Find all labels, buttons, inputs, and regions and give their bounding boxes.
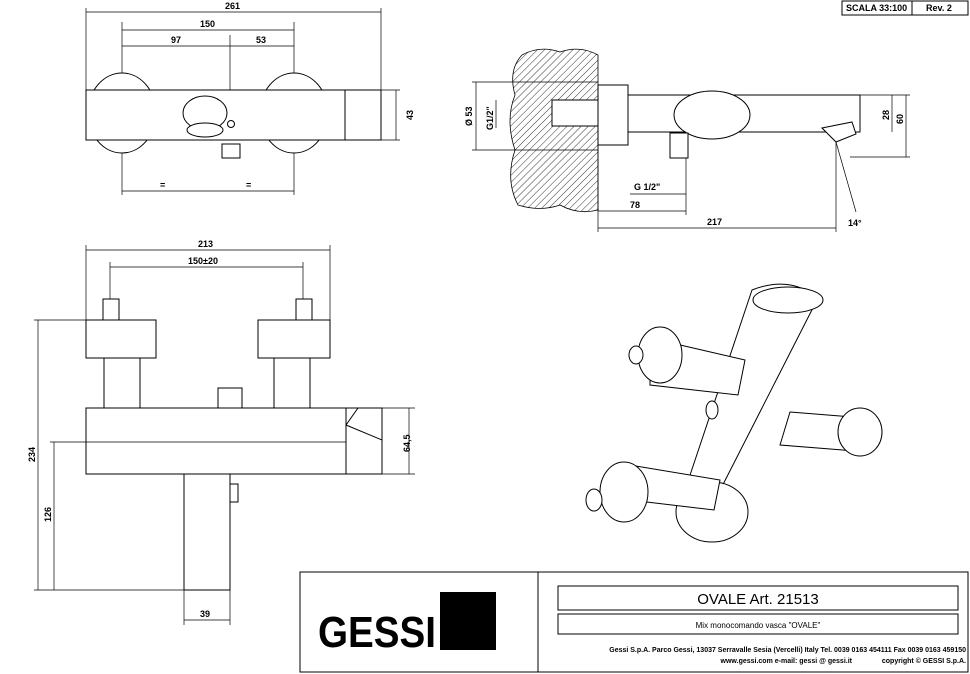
title-block: GESSI OVALE Art. 21513 Mix monocomando v… xyxy=(299,571,969,673)
header-block: SCALA 33:100 Rev. 2 xyxy=(841,0,969,16)
wall-section xyxy=(509,48,599,213)
product-title: OVALE Art. 21513 xyxy=(697,591,818,608)
dim-side-height: 60 xyxy=(895,114,905,124)
scale-label: SCALA 33:100 xyxy=(846,3,907,13)
product-description: Mix monocomando vasca "OVALE" xyxy=(696,621,821,630)
company-address: Gessi S.p.A. Parco Gessi, 13037 Serraval… xyxy=(609,647,966,654)
dim-centers: 150 xyxy=(200,19,215,29)
dim-front-body-height: 64,5 xyxy=(402,434,412,452)
dim-side-thread-vertical: G1/2" xyxy=(485,106,495,130)
dim-front-lower: 126 xyxy=(43,507,53,522)
dim-front-total-height: 234 xyxy=(27,447,37,462)
perspective-view xyxy=(585,283,883,543)
dim-side-angle: 14° xyxy=(848,218,862,228)
dim-overall: 261 xyxy=(225,1,240,11)
dim-side-diameter: Ø 53 xyxy=(464,106,474,126)
dim-right: 53 xyxy=(256,35,266,45)
dim-half-left: = xyxy=(160,180,165,190)
dim-side-spout: 28 xyxy=(881,110,891,120)
revision-label: Rev. 2 xyxy=(926,3,952,13)
gessi-logo-text: GESSI xyxy=(318,608,436,657)
gessi-logo-block xyxy=(440,592,496,650)
dim-top-height: 43 xyxy=(405,110,415,120)
company-web: www.gessi.com e-mail: gessi @ gessi.it xyxy=(720,658,853,665)
dim-side-thread: G 1/2" xyxy=(634,182,660,192)
dim-front-diverter: 39 xyxy=(200,609,210,619)
dim-side-offset: 78 xyxy=(630,200,640,210)
dim-side-length: 217 xyxy=(707,217,722,227)
side-view: Ø 53 G1/2" 28 60 G 1/2" 78 217 14° xyxy=(464,48,910,232)
dim-front-width: 213 xyxy=(198,239,213,249)
dim-half-right: = xyxy=(246,180,251,190)
top-view: 261 150 97 53 43 = = xyxy=(85,1,415,195)
dim-left: 97 xyxy=(171,35,181,45)
dim-front-centers: 150±20 xyxy=(188,256,218,266)
copyright: copyright © GESSI S.p.A. xyxy=(882,657,966,665)
front-view: 213 150±20 64,5 234 126 xyxy=(27,239,415,625)
